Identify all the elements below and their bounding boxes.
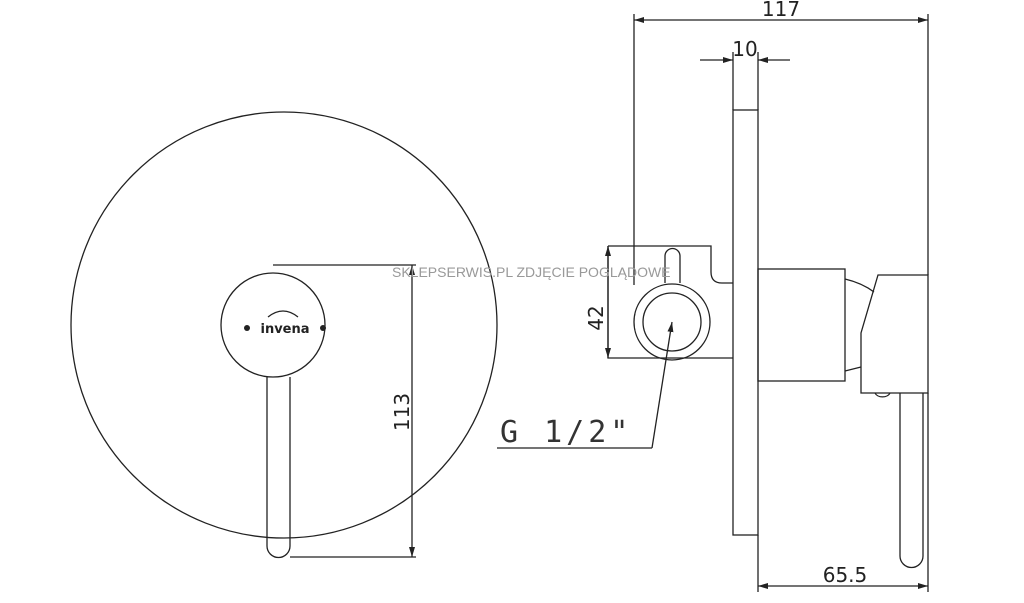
cover-plate-side (732, 109, 759, 536)
watermark: SKLEPSERWIS.PL ZDJĘCIE POGLĄDOWE (392, 264, 671, 280)
side-view: 117 10 42 65.5 G 1/2" (497, 0, 929, 592)
front-view: invena 113 (70, 111, 498, 559)
inlet-inner-circle (642, 292, 702, 352)
valve-body (607, 245, 733, 359)
inlet-outer-circle (633, 283, 711, 361)
dimension-10: 10 (732, 37, 757, 61)
logo-arc (267, 310, 299, 318)
cartridge-housing (757, 268, 846, 382)
dimension-42: 42 (584, 305, 608, 330)
dimension-65-5: 65.5 (823, 563, 868, 587)
brand-logo: invena (260, 322, 309, 337)
handle-body-side (860, 274, 929, 394)
lever-side (899, 393, 924, 569)
handle-hub-circle (220, 272, 326, 378)
cover-plate-circle (70, 111, 498, 539)
thread-label: G 1/2" (500, 415, 632, 450)
lever-handle (266, 377, 291, 559)
valve-slot (664, 247, 681, 283)
screw-dot-left (244, 325, 250, 331)
dimension-113: 113 (390, 393, 414, 431)
dimension-117: 117 (762, 0, 800, 21)
screw-dot-right (320, 325, 326, 331)
thread-leader (651, 321, 674, 449)
